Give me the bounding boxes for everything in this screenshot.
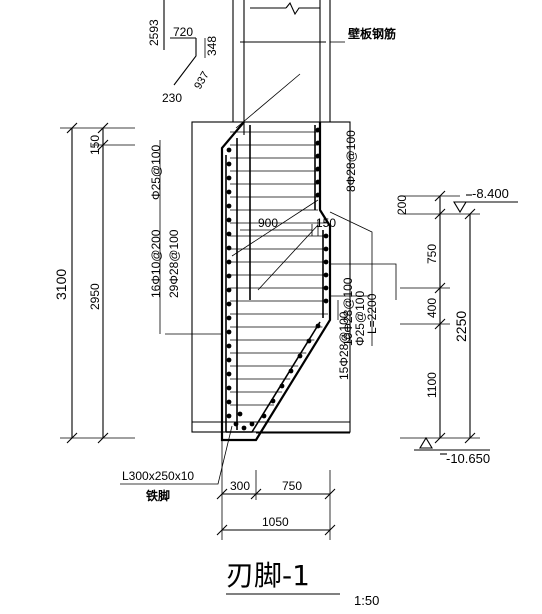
rebar-dot bbox=[226, 329, 232, 335]
dim-2950: 2950 bbox=[88, 283, 102, 310]
rebar-dot bbox=[226, 287, 232, 293]
rebar-label-outer-vertical: Φ25@100 bbox=[149, 145, 163, 200]
rebar-label-right-bottom: 15Φ28@100 bbox=[337, 311, 351, 380]
dim-750-bottom: 750 bbox=[282, 479, 302, 493]
right-dimension-lines bbox=[400, 190, 480, 444]
dim-1050: 1050 bbox=[262, 515, 289, 529]
interior-dimension bbox=[240, 220, 319, 236]
rebar-dot bbox=[315, 179, 321, 185]
rebar-dot bbox=[315, 140, 321, 146]
rebar-dot bbox=[226, 259, 232, 265]
elevation-top: -8.400 bbox=[472, 186, 509, 201]
dim-2250: 2250 bbox=[453, 311, 469, 342]
rebar-dot bbox=[323, 259, 329, 265]
rebar-dot bbox=[315, 153, 321, 159]
rebar-dot bbox=[226, 147, 232, 153]
rebar-dot bbox=[323, 233, 329, 239]
rebar-dot bbox=[226, 217, 232, 223]
rebar-dot bbox=[315, 192, 321, 198]
left-dimension-lines bbox=[60, 122, 135, 444]
elevation-marker-bottom bbox=[414, 436, 490, 455]
rebar-label-outer-mid: 16Φ10@200 bbox=[149, 229, 163, 298]
rebar-dot bbox=[226, 315, 232, 321]
rebar-dot bbox=[315, 166, 321, 172]
rebar-dot bbox=[297, 353, 303, 359]
elevation-marker-top bbox=[453, 194, 518, 214]
dim-750-right: 750 bbox=[425, 244, 439, 264]
rebar-dot bbox=[226, 175, 232, 181]
rebar-label-right-len: L=2200 bbox=[365, 293, 379, 334]
dim-1100: 1100 bbox=[425, 372, 439, 398]
rebar-dot bbox=[226, 161, 232, 167]
rebar-dot bbox=[226, 371, 232, 377]
drawing-title: 刃脚-1 bbox=[226, 559, 310, 592]
rebar-dot bbox=[323, 272, 329, 278]
rebar-dot bbox=[306, 338, 312, 344]
wall-panel bbox=[232, 0, 345, 135]
dim-230: 230 bbox=[162, 91, 182, 105]
rebar-dot bbox=[226, 343, 232, 349]
dim-2593: 2593 bbox=[147, 19, 161, 46]
rebar-dot bbox=[315, 323, 321, 329]
rebar-dot bbox=[226, 357, 232, 363]
rebar-dot bbox=[226, 413, 232, 419]
rebar-dot bbox=[226, 189, 232, 195]
drawing-scale: 1:50 bbox=[354, 593, 379, 608]
rebar-dot bbox=[226, 273, 232, 279]
rebar-dot bbox=[241, 425, 247, 431]
bent-bar-detail bbox=[163, 0, 206, 86]
dim-200: 200 bbox=[395, 195, 409, 215]
rebar-dot bbox=[233, 421, 239, 427]
wall-rebar-label: 壁板钢筋 bbox=[348, 26, 396, 41]
rebar-dot bbox=[226, 301, 232, 307]
rebar-label-right-top: 8Φ28@100 bbox=[344, 130, 358, 192]
rebar-dot bbox=[237, 411, 243, 417]
rebar-dot bbox=[226, 203, 232, 209]
rebar-leaders bbox=[159, 140, 397, 346]
rebar-cage bbox=[225, 73, 324, 433]
dim-720: 720 bbox=[173, 25, 193, 39]
rebar-label-right-mid1: 10Φ28@100 bbox=[341, 277, 355, 346]
rebar-dot bbox=[226, 231, 232, 237]
dim-300: 300 bbox=[230, 479, 250, 493]
angle-steel-sublabel: 铁脚 bbox=[146, 488, 170, 503]
rebar-dot bbox=[226, 245, 232, 251]
angle-steel-label: L300x250x10 bbox=[122, 469, 194, 483]
rebar-label-outer-inner: 29Φ28@100 bbox=[167, 229, 181, 298]
cutting-edge-outline bbox=[191, 121, 351, 442]
rebar-dot bbox=[315, 127, 321, 133]
rebar-dot bbox=[323, 298, 329, 304]
dim-3100: 3100 bbox=[53, 269, 69, 300]
rebar-stirrups bbox=[230, 131, 328, 406]
elevation-bottom: -10.650 bbox=[446, 451, 490, 466]
dim-900: 900 bbox=[258, 216, 278, 230]
dim-400: 400 bbox=[425, 298, 439, 318]
dim-150-interior: 150 bbox=[316, 216, 336, 230]
rebar-dot bbox=[226, 399, 232, 405]
dim-348: 348 bbox=[205, 36, 219, 56]
rebar-dot bbox=[261, 413, 267, 419]
rebar-dots bbox=[226, 127, 329, 431]
angle-steel-leader bbox=[120, 425, 233, 485]
rebar-dot bbox=[279, 383, 285, 389]
rebar-dot bbox=[226, 385, 232, 391]
dim-937: 937 bbox=[192, 70, 212, 92]
rebar-dot bbox=[323, 246, 329, 252]
rebar-dot bbox=[249, 421, 255, 427]
rebar-label-right-mid2: Φ25@100 bbox=[353, 291, 367, 346]
rebar-dot bbox=[323, 285, 329, 291]
dim-150-left: 150 bbox=[88, 135, 102, 155]
bottom-dimension-lines bbox=[216, 440, 336, 540]
rebar-dot bbox=[288, 368, 294, 374]
rebar-dot bbox=[270, 398, 276, 404]
